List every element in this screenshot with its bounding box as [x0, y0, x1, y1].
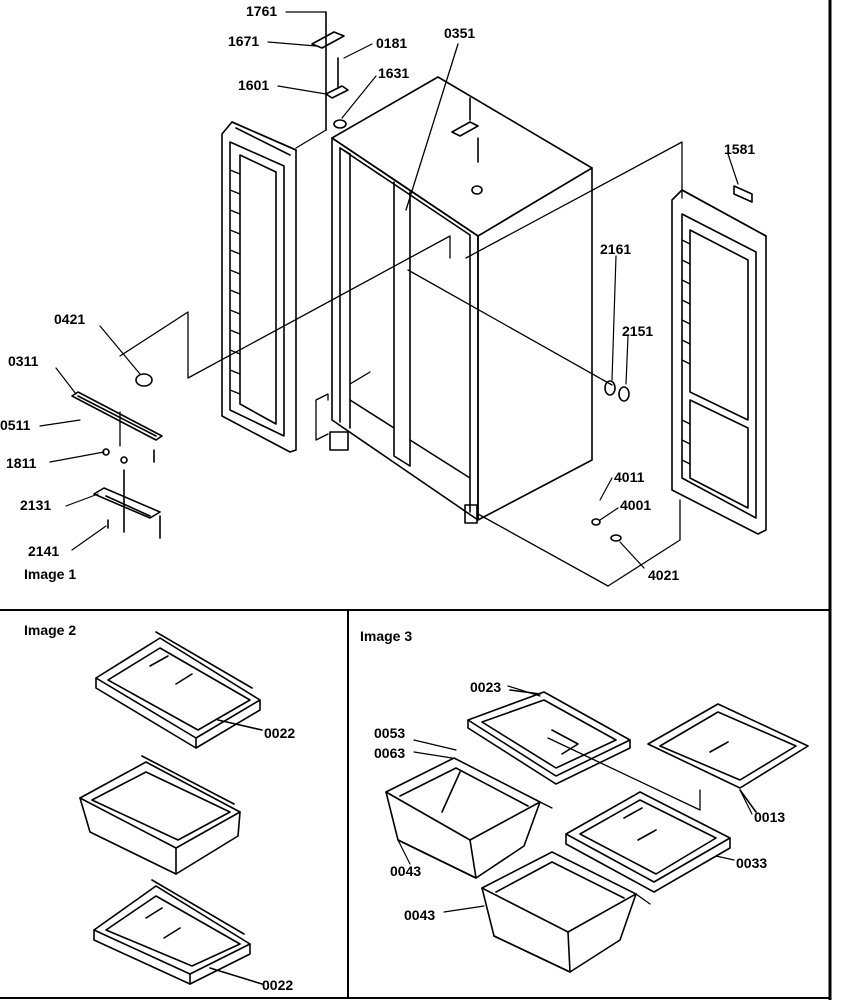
- part-label-0013: 0013: [754, 809, 786, 825]
- part-label-1601: 1601: [238, 77, 270, 93]
- part-label-4001: 4001: [620, 497, 652, 513]
- image-3-label: Image 3: [360, 628, 413, 644]
- part-label-0023: 0023: [470, 679, 502, 695]
- top-hinge-parts: [311, 11, 349, 131]
- part-label-1671: 1671: [228, 33, 260, 49]
- part-label-2161: 2161: [600, 241, 632, 257]
- shelf-1: [95, 631, 263, 749]
- shelf-2: [79, 755, 241, 875]
- part-label-0311: 0311: [8, 353, 39, 369]
- part-label-4011: 4011: [614, 469, 645, 485]
- crisper-cover-top: [467, 689, 631, 785]
- part-label-2131: 2131: [20, 497, 52, 513]
- part-label-4021: 4021: [648, 567, 680, 583]
- part-label-0022-lower: 0022: [262, 977, 294, 993]
- part-label-0181: 0181: [376, 35, 408, 51]
- part-label-0033: 0033: [736, 855, 768, 871]
- crisper-cover-right: [565, 791, 731, 893]
- left-door: [221, 121, 297, 453]
- right-door: [671, 185, 767, 535]
- glass-shelf: [647, 703, 809, 813]
- label-leaders-image1: [39, 11, 739, 569]
- part-label-0043-right: 0043: [404, 907, 436, 923]
- image-1-label: Image 1: [24, 566, 77, 582]
- part-label-0053: 0053: [374, 725, 406, 741]
- cabinet: [329, 76, 593, 524]
- shelf-3: [93, 879, 263, 985]
- alignment-lines: [119, 43, 683, 587]
- image3-alignment-lines: [539, 737, 701, 905]
- part-label-1581: 1581: [724, 141, 756, 157]
- part-label-2141: 2141: [28, 543, 60, 559]
- part-label-0511: 0511: [0, 417, 31, 433]
- part-label-0351: 0351: [444, 25, 476, 41]
- part-label-0421: 0421: [54, 311, 86, 327]
- crisper-drawer-left: [385, 757, 541, 879]
- part-label-1761: 1761: [246, 3, 278, 19]
- image-2-label: Image 2: [24, 622, 77, 638]
- part-label-1631: 1631: [378, 65, 410, 81]
- image3-leaders: [397, 685, 753, 913]
- part-label-2151: 2151: [622, 323, 654, 339]
- part-label-0043-left: 0043: [390, 863, 422, 879]
- hinge-pin-parts: [591, 380, 630, 542]
- part-label-0022-upper: 0022: [264, 725, 296, 741]
- part-label-1811: 1811: [6, 455, 37, 471]
- part-label-0063: 0063: [374, 745, 406, 761]
